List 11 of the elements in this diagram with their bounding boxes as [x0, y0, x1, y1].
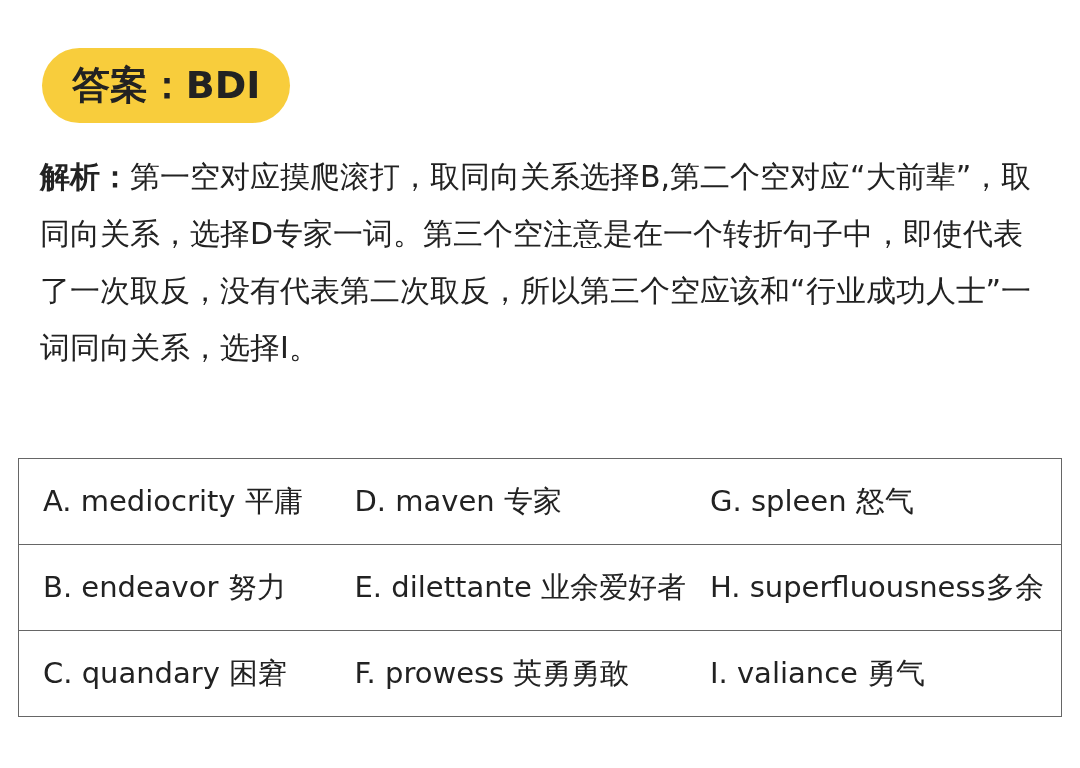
- answer-option: G. spleen 怒气: [685, 458, 1062, 545]
- answer-option: A. mediocrity 平庸: [18, 458, 331, 545]
- answer-option: I. valiance 勇气: [685, 630, 1062, 717]
- answer-option: E. dilettante 业余爱好者: [330, 544, 686, 631]
- answer-option: H. superfluousness多余: [685, 544, 1062, 631]
- answer-option: D. maven 专家: [330, 458, 686, 545]
- answer-option: C. quandary 困窘: [18, 630, 331, 717]
- answer-option: B. endeavor 努力: [18, 544, 331, 631]
- answer-label: 答案：BDI: [42, 48, 290, 123]
- answer-option: F. prowess 英勇勇敢: [330, 630, 686, 717]
- explanation-paragraph: 解析：第一空对应摸爬滚打，取同向关系选择B,第二个空对应“大前辈”，取同向关系，选择D专家一词。第三个空注意是在一个转折句子中，即使代表了一次取反，没有代表第二次取反，所以第三个空应该和“行业成功人士”一词同向关系，选择I。: [40, 158, 1033, 367]
